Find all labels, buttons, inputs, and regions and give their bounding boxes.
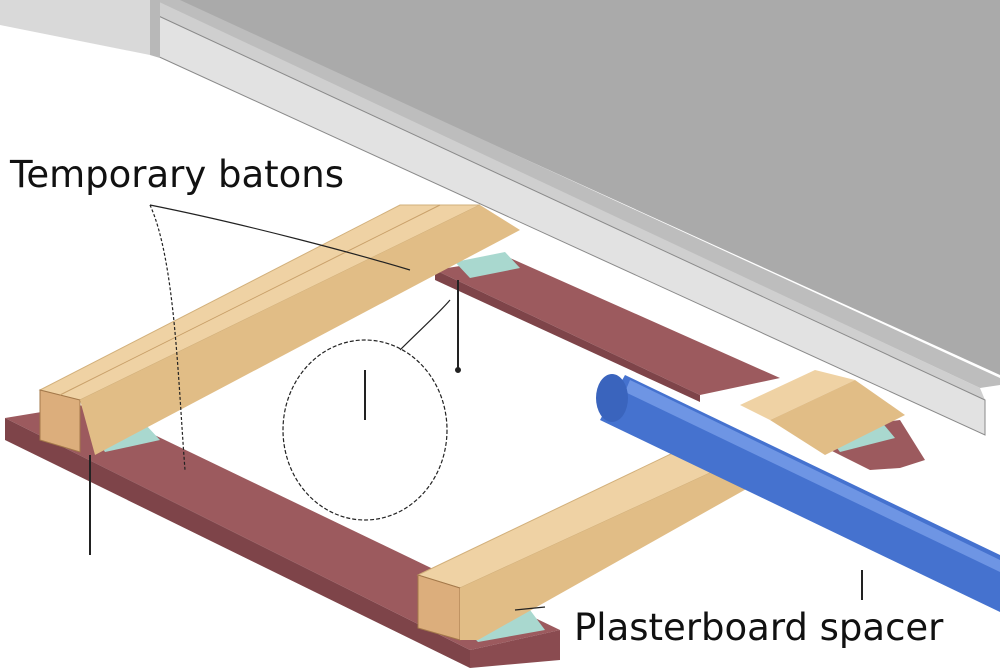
pipe-icon bbox=[596, 374, 1000, 612]
plasterboard-spacer-label: Plasterboard spacer bbox=[574, 606, 944, 649]
nail-icon bbox=[89, 280, 863, 600]
leader-lines bbox=[149, 204, 546, 611]
joist-back bbox=[435, 258, 780, 402]
temporary-batons-label: Temporary batons bbox=[10, 153, 345, 196]
baton-left bbox=[38, 204, 520, 455]
baton-right bbox=[740, 370, 905, 455]
concrete-slab bbox=[0, 0, 1000, 436]
baton-front bbox=[416, 439, 780, 641]
